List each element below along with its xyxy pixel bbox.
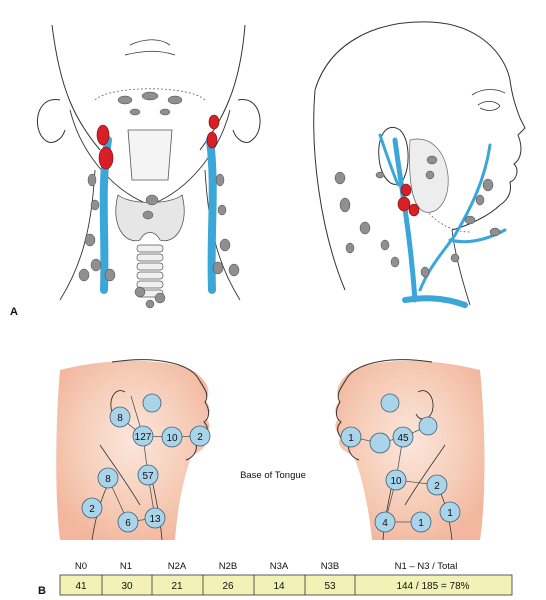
front-mandible	[94, 88, 206, 101]
table-header-cell: N0	[75, 561, 87, 572]
right-node-label: 1	[447, 508, 453, 519]
right-node-1-mid	[410, 511, 432, 533]
panel-b-left-profile	[56, 359, 210, 541]
left-node-6	[117, 511, 139, 533]
profile-eye	[477, 100, 501, 111]
table-value-cell: 30	[121, 581, 133, 592]
table-dividers	[101, 575, 356, 595]
profile-ear	[378, 127, 409, 185]
table-header-cell: N1 – N3 / Total	[395, 561, 458, 572]
left-node-label: 8	[105, 474, 111, 485]
table-header-cell: N2A	[168, 561, 187, 572]
table-header-cell: N3A	[270, 561, 289, 572]
right-node-label: 4	[382, 518, 388, 529]
right-node-4	[374, 511, 396, 533]
front-trachea-rings	[136, 244, 164, 298]
panel-b-label: B	[38, 585, 46, 597]
right-node-label: 10	[390, 476, 402, 487]
right-node-2	[426, 474, 448, 496]
front-larynx	[127, 129, 173, 181]
table-value-cell: 41	[75, 581, 87, 592]
table-header-cell: N3B	[321, 561, 339, 572]
left-node-10	[161, 426, 183, 448]
right-node-10	[385, 469, 407, 491]
right-node-label: 2	[434, 481, 440, 492]
profile-back-neck	[313, 89, 346, 291]
profile-metastatic-nodes	[397, 183, 420, 217]
right-node-labels: 1 45 10 2 4 1 1	[348, 433, 453, 529]
front-left-ear	[37, 99, 66, 143]
table-values: 41 30 21 26 14 53 144 / 185 = 78%	[75, 581, 469, 592]
site-label: Base of Tongue	[240, 470, 306, 481]
left-node-13	[144, 507, 166, 529]
left-node-8-lower	[97, 467, 119, 489]
profile-facial-vein	[418, 143, 492, 292]
node-circles	[81, 393, 461, 533]
left-node-127	[132, 425, 154, 447]
left-node-label: 6	[125, 518, 131, 529]
front-right-ear	[232, 99, 261, 143]
front-right-jugular-vein	[206, 136, 217, 294]
table-value-cell: 14	[273, 581, 285, 592]
left-node-label: 57	[142, 471, 154, 482]
panel-a-front-view	[37, 24, 261, 309]
profile-eyebrow	[471, 89, 506, 96]
left-node-label: 8	[117, 413, 123, 424]
left-node-label: 10	[166, 433, 178, 444]
panel-a-profile-view	[313, 21, 526, 308]
right-profile-skin	[335, 360, 485, 540]
profile-jaw	[419, 199, 471, 233]
profile-branch-vein	[448, 228, 507, 244]
staging-table: N0 N1 N2A N2B N3A N3B N1 – N3 / Total 41…	[59, 561, 513, 596]
left-profile-skin	[56, 360, 210, 540]
table-row-box	[59, 574, 513, 596]
profile-benign-nodes	[334, 155, 501, 278]
right-node-1-upper	[340, 426, 362, 448]
table-value-cell: 53	[324, 581, 336, 592]
table-value-cell: 26	[222, 581, 234, 592]
panel-b-right-profile	[335, 359, 485, 541]
left-node-label: 2	[89, 504, 95, 515]
table-header-cell: N1	[120, 561, 132, 572]
right-node-label: 1	[348, 433, 354, 444]
front-metastatic-nodes	[96, 114, 220, 170]
profile-head-outline	[314, 21, 526, 231]
left-node-2-upper	[189, 425, 211, 447]
right-node-1-lower	[439, 501, 461, 523]
left-node-8-upper	[109, 406, 131, 428]
front-benign-nodes	[78, 91, 240, 309]
left-node-label: 127	[135, 432, 152, 443]
table-value-cell: 144 / 185 = 78%	[396, 581, 469, 592]
table-headers: N0 N1 N2A N2B N3A N3B N1 – N3 / Total	[75, 561, 457, 572]
left-node-label: 13	[149, 514, 161, 525]
left-node-label: 2	[197, 432, 203, 443]
panel-a-label: A	[10, 306, 18, 318]
profile-temporal-vein	[378, 133, 400, 187]
right-node-45	[392, 426, 414, 448]
right-node-label: 45	[397, 433, 409, 444]
table-header-cell: N2B	[219, 561, 237, 572]
front-lip-lines	[124, 39, 176, 56]
right-profile-ear	[415, 390, 434, 420]
left-node-2-lower	[81, 497, 103, 519]
right-node-label: 1	[418, 518, 424, 529]
profile-subclavian-vein	[402, 295, 468, 308]
left-node-labels: 8 127 10 2 8 57 2 6 13	[89, 413, 203, 529]
left-profile-node-connectors	[107, 395, 201, 523]
left-node-57	[137, 464, 159, 486]
table-value-cell: 21	[171, 581, 183, 592]
